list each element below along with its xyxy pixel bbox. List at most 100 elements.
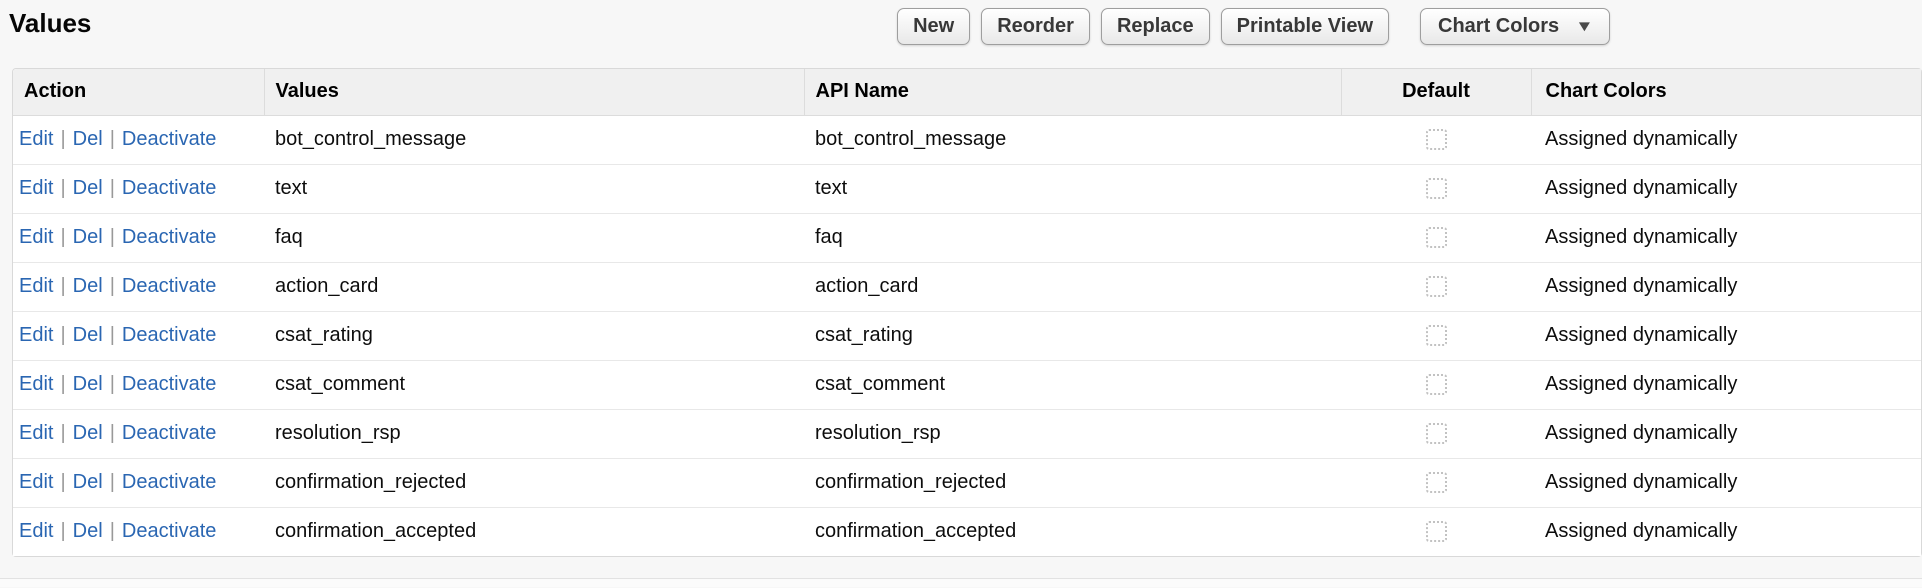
- value-cell: confirmation_accepted: [264, 507, 804, 556]
- chart-colors-cell: Assigned dynamically: [1531, 164, 1921, 214]
- link-separator: |: [60, 422, 66, 444]
- values-table-container: Action Values API Name Default Chart Col…: [12, 68, 1922, 557]
- del-link[interactable]: Del: [72, 471, 103, 493]
- printable-view-button[interactable]: Printable View: [1220, 8, 1390, 45]
- del-link[interactable]: Del: [72, 128, 103, 150]
- page-gap: [0, 557, 1922, 578]
- column-header-default: Default: [1340, 69, 1531, 116]
- api-name-cell: text: [804, 164, 1341, 214]
- chart-colors-cell: Assigned dynamically: [1531, 213, 1921, 263]
- link-separator: |: [109, 471, 115, 493]
- action-cell: Edit|Del|Deactivate: [13, 115, 264, 165]
- action-cell: Edit | Del | Deactivate: [13, 409, 264, 459]
- chart-colors-dropdown-button[interactable]: Chart Colors▼: [1420, 8, 1610, 45]
- action-cell: Edit|Del|Deactivate: [13, 360, 264, 410]
- del-link[interactable]: Del: [72, 373, 103, 395]
- api-name-cell: csat_comment: [804, 360, 1341, 410]
- default-checkbox: [1425, 227, 1447, 249]
- chart-colors-cell: Assigned dynamically: [1531, 458, 1921, 508]
- table-row: Edit|Del|Deactivate csat_rating csat_rat…: [13, 311, 1921, 361]
- page-title: Values: [9, 8, 92, 38]
- api-name-cell: csat_rating: [804, 311, 1341, 361]
- action-cell: Edit|Del|Deactivate: [13, 507, 264, 556]
- default-cell: [1341, 507, 1531, 556]
- chart-colors-cell: Assigned dynamically: [1531, 360, 1921, 410]
- value-cell: confirmation_rejected: [264, 458, 804, 508]
- edit-link[interactable]: Edit: [19, 471, 54, 493]
- link-separator: |: [109, 275, 115, 297]
- deactivate-link[interactable]: Deactivate: [121, 128, 217, 150]
- edit-link[interactable]: Edit: [19, 324, 54, 346]
- default-cell: [1341, 115, 1531, 165]
- value-cell: csat_comment: [264, 360, 804, 410]
- link-separator: |: [109, 177, 115, 199]
- toolbar: New Reorder Replace Printable View Chart…: [897, 8, 1610, 45]
- table-row: Edit|Del|Deactivate text text Assigned d…: [13, 164, 1921, 214]
- value-cell: action_card: [264, 262, 804, 312]
- table-row: Edit|Del|Deactivate action_card action_c…: [13, 262, 1921, 312]
- action-cell: Edit|Del|Deactivate: [13, 311, 264, 361]
- edit-link[interactable]: Edit: [19, 177, 54, 199]
- edit-link[interactable]: Edit: [19, 373, 54, 395]
- action-cell: Edit|Del|Deactivate: [13, 164, 264, 214]
- chart-colors-cell: Assigned dynamically: [1531, 115, 1921, 165]
- reorder-button[interactable]: Reorder: [981, 8, 1090, 45]
- chevron-down-icon: ▼: [1575, 18, 1594, 35]
- deactivate-link[interactable]: Deactivate: [121, 275, 217, 297]
- default-cell: [1341, 311, 1531, 361]
- edit-link[interactable]: Edit: [19, 226, 54, 248]
- edit-link[interactable]: Edit: [19, 422, 54, 444]
- deactivate-link[interactable]: Deactivate: [121, 226, 217, 248]
- default-checkbox: [1425, 472, 1447, 494]
- link-separator: |: [109, 226, 115, 248]
- deactivate-link[interactable]: Deactivate: [121, 520, 217, 543]
- chart-colors-cell: Assigned dynamically: [1531, 507, 1921, 556]
- del-link[interactable]: Del: [72, 177, 103, 199]
- link-separator: |: [60, 128, 66, 150]
- default-checkbox: [1425, 423, 1447, 445]
- table-row: Edit | Del | Deactivate confirmation_rejecte…: [13, 458, 1921, 508]
- value-cell: text: [264, 164, 804, 214]
- api-name-cell: confirmation_rejected: [804, 458, 1341, 508]
- del-link[interactable]: Del: [72, 226, 103, 248]
- chart-colors-cell: Assigned dynamically: [1531, 262, 1921, 312]
- edit-link[interactable]: Edit: [19, 275, 54, 297]
- deactivate-link[interactable]: Deactivate: [121, 373, 217, 395]
- table-row: Edit|Del|Deactivate resolution_rsp resol…: [13, 409, 1921, 459]
- del-link[interactable]: Del: [72, 324, 103, 346]
- table-row: Edit|Del|Deactivate csat_comment csat_co…: [13, 360, 1921, 410]
- link-separator: |: [60, 226, 66, 248]
- action-cell: Edit | Del | Deactivate: [13, 458, 264, 508]
- values-table: Action Values API Name Default Chart Col…: [13, 69, 1921, 556]
- new-button[interactable]: New: [897, 8, 971, 45]
- column-header-api-name: API Name: [803, 69, 1341, 116]
- del-link[interactable]: Del: [72, 520, 103, 543]
- replace-button[interactable]: Replace: [1100, 8, 1210, 45]
- edit-link[interactable]: Edit: [19, 128, 54, 150]
- values-table-body: Edit|Del|Deactivate bot_control_message …: [13, 115, 1921, 556]
- link-separator: |: [60, 275, 66, 297]
- value-cell: resolution_rsp: [264, 409, 804, 459]
- deactivate-link[interactable]: Deactivate: [121, 471, 217, 493]
- column-header-values: Values: [263, 69, 804, 116]
- table-row: Edit|Del|Deactivate bot_control_message …: [13, 115, 1921, 165]
- default-checkbox: [1425, 276, 1447, 298]
- del-link[interactable]: Del: [72, 275, 103, 297]
- link-separator: |: [60, 471, 66, 493]
- del-link[interactable]: Del: [72, 422, 103, 444]
- link-separator: |: [60, 373, 66, 395]
- default-cell: [1341, 409, 1531, 459]
- deactivate-link[interactable]: Deactivate: [121, 422, 217, 444]
- edit-link[interactable]: Edit: [19, 520, 54, 543]
- deactivate-link[interactable]: Deactivate: [121, 177, 217, 199]
- column-header-action: Action: [13, 69, 264, 116]
- chart-colors-cell: Assigned dynamically: [1531, 311, 1921, 361]
- table-row: Edit|Del|Deactivate confirmation_accepte…: [13, 507, 1921, 556]
- default-cell: [1341, 262, 1531, 312]
- table-row: Edit|Del|Deactivate faq faq Assigned dyn…: [13, 213, 1921, 263]
- deactivate-link[interactable]: Deactivate: [121, 324, 217, 346]
- default-checkbox: [1425, 521, 1447, 543]
- link-separator: |: [109, 422, 115, 444]
- default-checkbox: [1425, 178, 1447, 200]
- default-checkbox: [1425, 129, 1447, 151]
